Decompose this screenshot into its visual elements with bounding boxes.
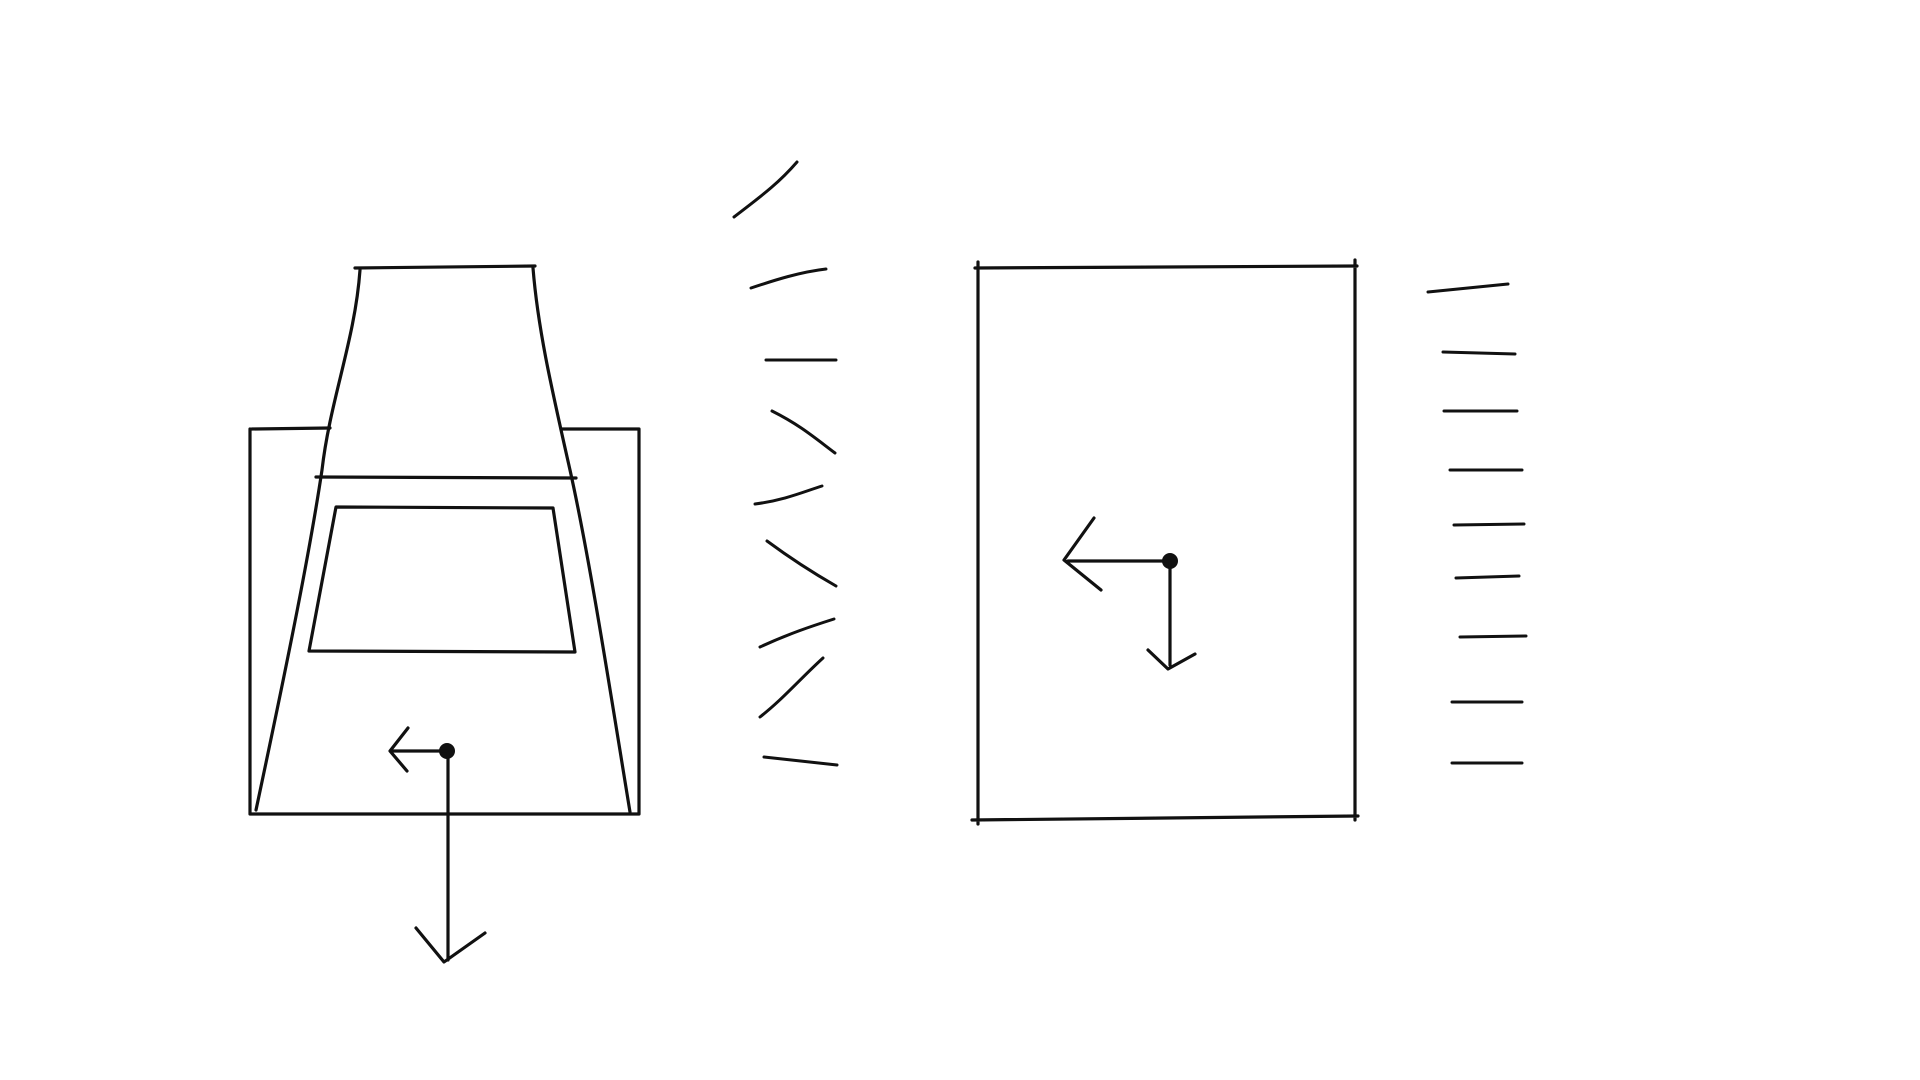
left-outer-rectangle: [248, 426, 641, 816]
right-hatch-mark: [1454, 574, 1521, 580]
left-crossbar: [314, 475, 578, 480]
right-hatch-mark: [1452, 522, 1526, 527]
left-hatch-marks: [732, 160, 839, 767]
right-rectangle: [970, 258, 1360, 826]
left-trapezoid-right-edge: [531, 266, 632, 814]
right-hatch-mark: [1441, 350, 1517, 356]
right-axis-marker: [1062, 516, 1197, 671]
left-hatch-mark: [770, 409, 837, 455]
left-hatch-mark: [758, 656, 825, 719]
left-hatch-mark: [732, 160, 799, 219]
left-axis-y-arrow: [414, 751, 487, 964]
right-axis-x-arrow: [1062, 516, 1172, 592]
left-axis-marker: [388, 726, 487, 964]
left-panel: [248, 160, 839, 964]
right-hatch-marks: [1426, 282, 1528, 765]
left-hatch-mark: [758, 617, 836, 649]
left-trapezoid-left-edge: [254, 268, 362, 812]
left-hatch-mark: [749, 267, 828, 290]
left-inner-trapezoid: [307, 505, 577, 654]
left-hatch-mark: [762, 755, 839, 767]
left-trapezoid-top-edge: [353, 264, 537, 270]
left-hatch-mark: [765, 539, 838, 588]
right-axis-y-arrow: [1146, 561, 1197, 671]
right-panel: [970, 258, 1528, 826]
right-hatch-mark: [1458, 634, 1528, 639]
left-axis-x-arrow: [388, 726, 449, 773]
right-hatch-mark: [1426, 282, 1510, 294]
left-hatch-mark: [753, 484, 824, 506]
